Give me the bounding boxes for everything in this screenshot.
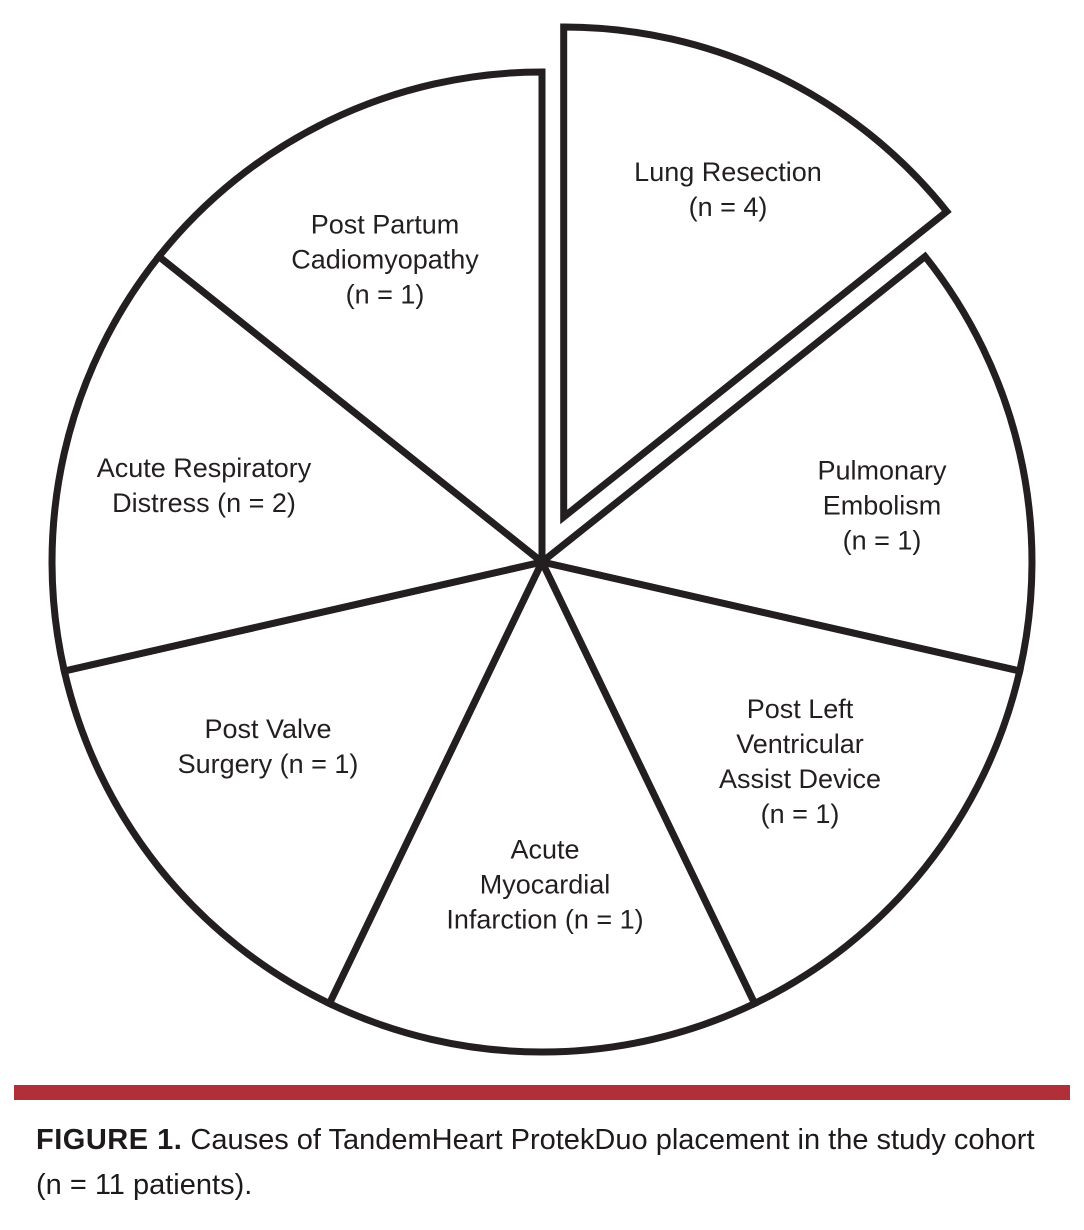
slice-label-line: Ventricular bbox=[736, 729, 864, 759]
slice-label-count: Distress (n = 2) bbox=[112, 488, 296, 518]
slice-label-count: Infarction (n = 1) bbox=[446, 904, 644, 935]
slice-label-pulmonary-embolism: Pulmonary Embolism (n = 1) bbox=[817, 454, 946, 559]
slice-label-acute-respiratory-distress: Acute Respiratory Distress (n = 2) bbox=[97, 451, 312, 521]
pie-slice-4 bbox=[60, 556, 549, 1009]
slice-label-line: Assist Device bbox=[718, 764, 882, 794]
figure-caption-text: Causes of TandemHeart ProtekDuo placemen… bbox=[36, 1124, 1035, 1201]
slice-label-line: Myocardial bbox=[479, 869, 611, 900]
slice-label-post-lvad: Post Left Ventricular Assist Device (n =… bbox=[719, 692, 881, 832]
pie-slice-6 bbox=[153, 68, 546, 570]
figure-rule bbox=[14, 1085, 1070, 1100]
slice-label-line: Pulmonary bbox=[817, 455, 947, 486]
slice-label-post-partum-cadiomyopathy: Post Partum Cadiomyopathy (n = 1) bbox=[291, 208, 479, 313]
slice-label-line: Acute bbox=[510, 834, 580, 865]
pie-slice-2 bbox=[535, 556, 1024, 1009]
pie-slice-5 bbox=[48, 251, 550, 676]
slice-label-line: Post Left bbox=[746, 694, 854, 724]
figure-caption: FIGURE 1. Causes of TandemHeart ProtekDu… bbox=[36, 1118, 1044, 1208]
slice-label-lung-resection: Lung Resection (n = 4) bbox=[634, 155, 822, 225]
slice-label-line: Post Partum bbox=[310, 209, 460, 240]
slice-label-line: Lung Resection bbox=[634, 157, 822, 187]
pie-slice-3 bbox=[324, 553, 760, 1056]
slice-label-line: Embolism bbox=[822, 490, 942, 521]
pie-slice-1 bbox=[534, 251, 1036, 676]
slice-label-count: (n = 1) bbox=[842, 525, 922, 556]
slice-label-count: (n = 4) bbox=[688, 192, 768, 222]
figure-caption-label: FIGURE 1. bbox=[36, 1124, 183, 1156]
pie-slice-0 bbox=[560, 23, 952, 525]
slice-label-line: Post Valve bbox=[204, 714, 332, 744]
slice-label-line: Cadiomyopathy bbox=[291, 244, 479, 275]
slice-label-line: Acute Respiratory bbox=[96, 453, 312, 483]
pie-chart bbox=[48, 23, 1036, 1056]
slice-label-acute-myocardial-infarction: Acute Myocardial Infarction (n = 1) bbox=[446, 833, 643, 938]
slice-label-count: Surgery (n = 1) bbox=[177, 749, 359, 779]
slice-label-count: (n = 1) bbox=[760, 799, 840, 829]
slice-label-count: (n = 1) bbox=[345, 279, 425, 310]
slice-label-post-valve-surgery: Post Valve Surgery (n = 1) bbox=[178, 712, 359, 782]
pie-chart-area: Lung Resection (n = 4) Pulmonary Embolis… bbox=[48, 23, 1036, 1056]
